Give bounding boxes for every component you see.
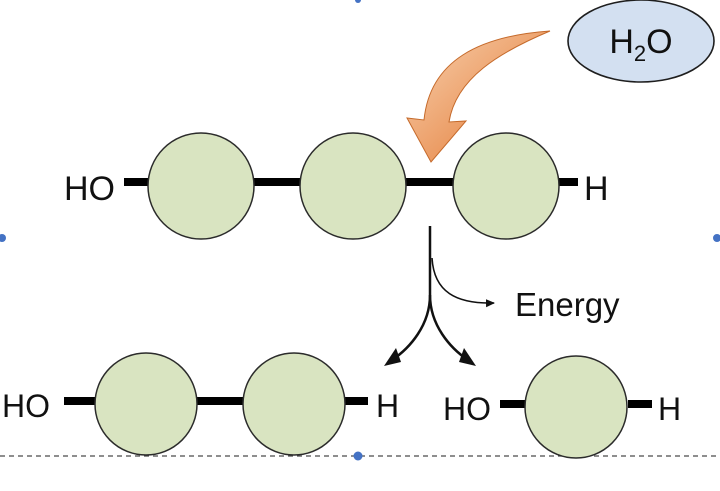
bond [404, 178, 456, 186]
hydrogen-end: H [376, 388, 399, 424]
monomer [147, 132, 255, 240]
bond [344, 397, 368, 405]
bottom-left-polymer: HO H [2, 352, 399, 456]
selection-handle-left[interactable] [0, 234, 6, 242]
monomer [452, 132, 560, 240]
water-formula: H2O [609, 23, 672, 66]
monomer [299, 132, 407, 240]
energy-arrow [431, 257, 495, 308]
monomer [94, 352, 198, 456]
top-polymer: HO H [64, 132, 609, 240]
bond [196, 397, 244, 405]
bond [64, 397, 96, 405]
water-ellipse [567, 0, 715, 83]
energy-label: Energy [515, 286, 620, 323]
hydroxyl-end: HO [2, 388, 50, 424]
selection-handle-right[interactable] [713, 234, 720, 242]
hydroxyl-end: HO [64, 170, 115, 208]
bond [252, 178, 302, 186]
bond [124, 178, 150, 186]
right-product-arrow [428, 294, 469, 362]
bond [500, 400, 526, 408]
water-arrow [406, 30, 551, 163]
water-molecule: H2O [567, 0, 715, 83]
bond [628, 400, 652, 408]
monomer [242, 352, 346, 456]
selection-handle-top[interactable] [355, 0, 361, 3]
reaction-arrows: Energy [384, 226, 620, 366]
selection-handle-bottom[interactable] [353, 451, 363, 461]
monomer [524, 355, 628, 459]
hydroxyl-end: HO [443, 391, 491, 427]
hydrogen-end: H [584, 170, 609, 208]
bottom-right-monomer: HO H [443, 355, 681, 459]
left-product-arrow [391, 294, 432, 362]
hydrogen-end: H [658, 391, 681, 427]
bond [558, 178, 578, 186]
left-arrowhead [384, 348, 401, 366]
right-arrowhead [459, 348, 476, 366]
